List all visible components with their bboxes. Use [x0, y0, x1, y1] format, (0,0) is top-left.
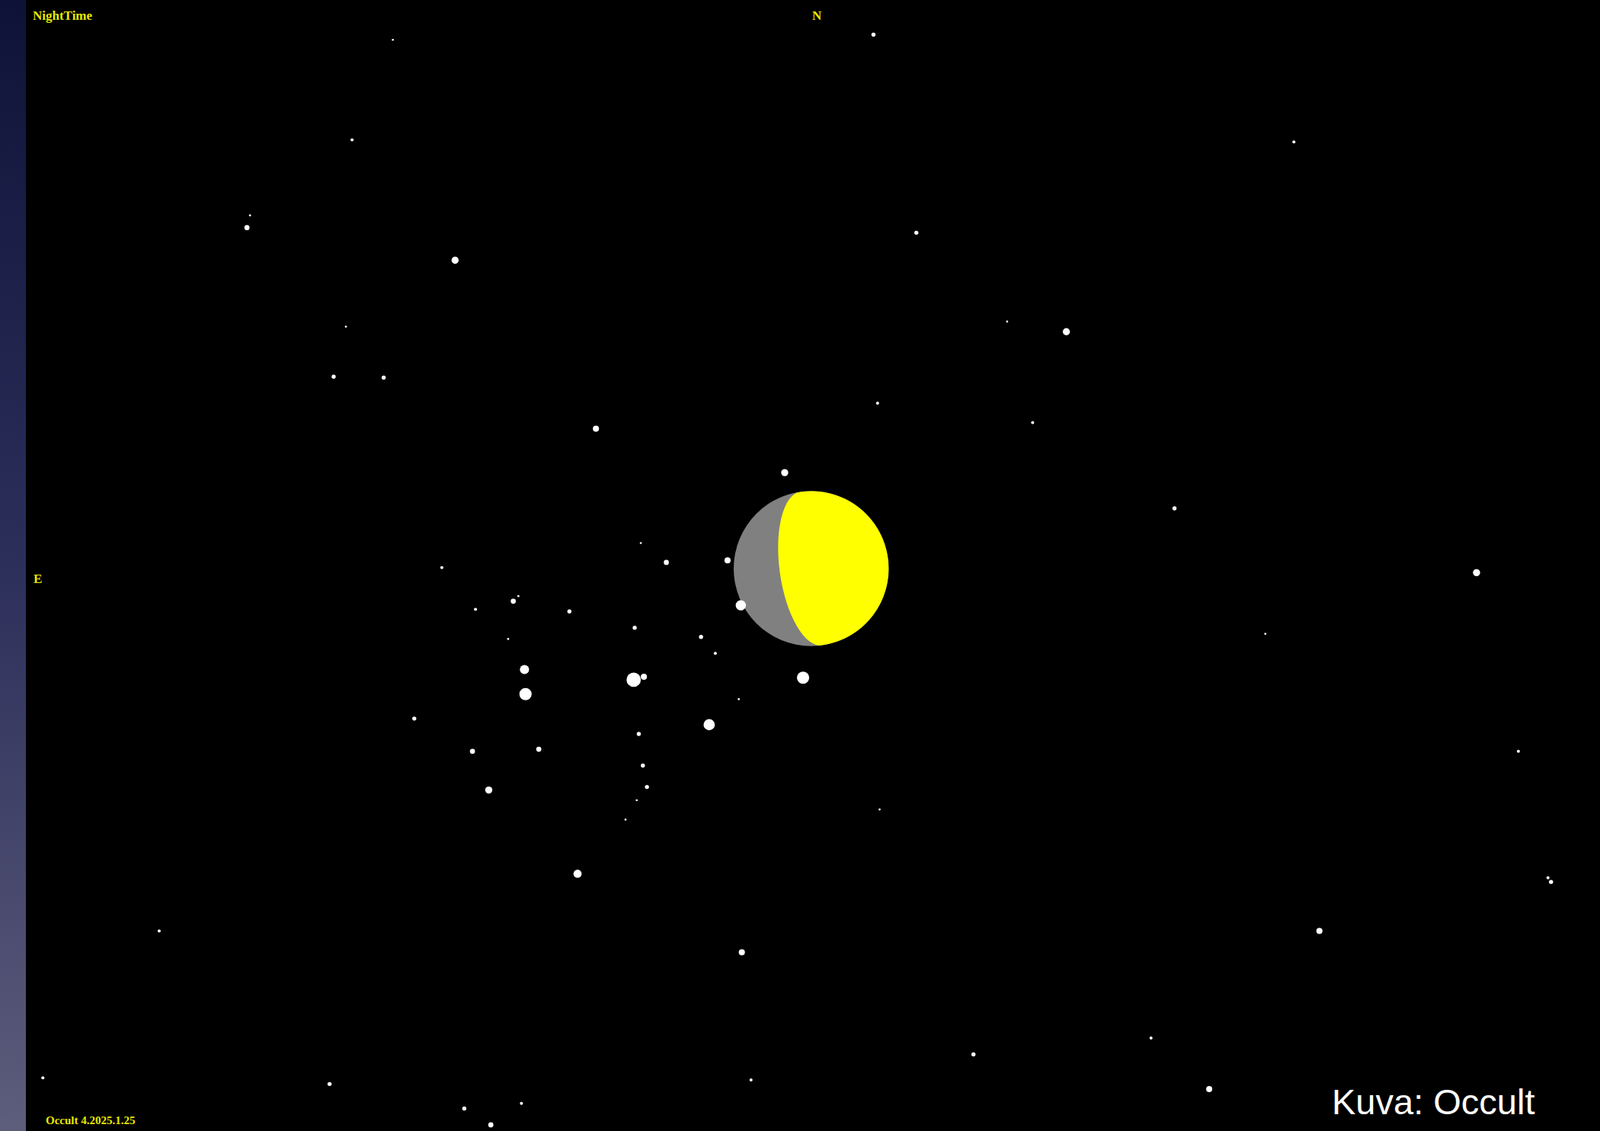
slide-border — [0, 0, 26, 1131]
star — [1516, 749, 1520, 753]
star — [536, 746, 542, 752]
star — [971, 1052, 976, 1056]
star — [736, 600, 746, 611]
star — [327, 1081, 332, 1086]
star — [636, 731, 641, 736]
star — [41, 1075, 45, 1079]
star — [1472, 569, 1480, 576]
star — [640, 763, 645, 768]
star — [914, 230, 919, 235]
moon — [733, 480, 900, 650]
star — [640, 673, 647, 680]
star — [737, 697, 740, 701]
star — [871, 32, 876, 37]
star — [412, 716, 416, 720]
compass-east: E — [33, 572, 42, 586]
star — [488, 1122, 494, 1128]
star — [739, 949, 746, 956]
star — [350, 137, 354, 141]
star — [592, 425, 599, 432]
star — [626, 672, 641, 688]
star — [391, 38, 394, 42]
star — [517, 595, 520, 598]
star — [519, 688, 532, 701]
star — [451, 256, 459, 264]
star — [1316, 927, 1323, 934]
star — [1548, 879, 1553, 884]
star — [249, 214, 252, 217]
star — [632, 625, 637, 630]
star-field — [41, 32, 1553, 1127]
star — [1264, 632, 1267, 635]
star — [1149, 1036, 1153, 1040]
star — [567, 609, 572, 614]
star — [573, 869, 583, 878]
star — [749, 1078, 753, 1082]
star — [663, 560, 669, 566]
star — [331, 374, 336, 379]
image-credit: Kuva: Occult — [1331, 1083, 1535, 1120]
star — [876, 401, 880, 405]
star — [519, 1101, 523, 1105]
star — [644, 784, 649, 789]
star — [1006, 320, 1009, 324]
star — [1546, 876, 1550, 880]
star — [244, 224, 250, 231]
star — [713, 651, 717, 655]
version-label: Occult 4.2025.1.25 — [45, 1114, 136, 1127]
compass-north: N — [812, 9, 822, 23]
star — [1206, 1085, 1213, 1092]
star — [1172, 505, 1177, 510]
star — [698, 634, 703, 639]
star — [470, 748, 476, 754]
star — [780, 468, 788, 476]
star — [507, 637, 510, 640]
star — [519, 665, 529, 675]
star — [510, 598, 516, 604]
star — [703, 719, 715, 731]
star — [624, 818, 628, 821]
star — [796, 671, 810, 684]
star — [473, 608, 477, 612]
corner-title: NightTime — [32, 9, 93, 23]
star — [724, 556, 731, 564]
star — [1062, 328, 1070, 336]
star — [381, 375, 386, 380]
star — [157, 928, 161, 932]
star — [1030, 420, 1034, 424]
star — [635, 799, 638, 802]
star — [345, 325, 348, 328]
star — [485, 786, 493, 794]
star — [1292, 140, 1296, 144]
star — [640, 541, 643, 544]
star — [440, 566, 444, 570]
star — [462, 1106, 467, 1111]
star — [878, 808, 881, 811]
